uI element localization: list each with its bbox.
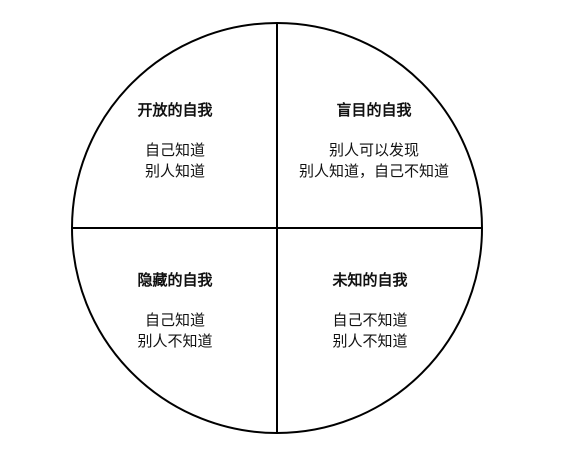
quadrant-unknown-self: 未知的自我 自己不知道 别人不知道 (290, 270, 450, 352)
quadrant-line: 自己不知道 (332, 311, 408, 329)
quadrant-line: 别人知道，自己不知道 (298, 162, 449, 180)
quadrant-title: 未知的自我 (332, 271, 408, 289)
quadrant-line: 别人可以发现 (328, 141, 419, 159)
quadrant-title: 开放的自我 (137, 101, 213, 119)
quadrant-line: 自己知道 (144, 311, 205, 329)
quadrant-line: 自己知道 (144, 141, 205, 159)
quadrant-title: 盲目的自我 (336, 101, 412, 119)
quadrant-title: 隐藏的自我 (137, 271, 213, 289)
quadrant-blind-self: 盲目的自我 别人可以发现 别人知道，自己不知道 (274, 100, 474, 182)
quadrant-line: 别人不知道 (137, 332, 213, 350)
quadrant-line: 别人不知道 (332, 332, 408, 350)
quadrant-open-self: 开放的自我 自己知道 别人知道 (110, 100, 240, 182)
quadrant-line: 别人知道 (144, 162, 205, 180)
quadrant-hidden-self: 隐藏的自我 自己知道 别人不知道 (110, 270, 240, 352)
